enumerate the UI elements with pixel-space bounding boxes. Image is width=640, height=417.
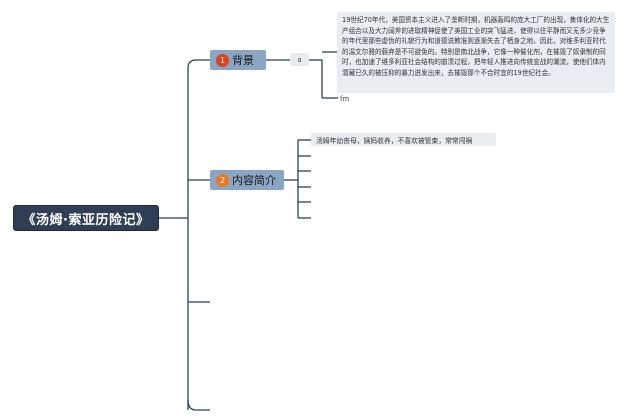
leaf-a[interactable]: a <box>290 53 309 66</box>
leaf-fm[interactable]: fm <box>340 95 349 103</box>
priority-2-icon: 2 <box>216 173 229 187</box>
branch-background[interactable]: 1 背景 <box>210 50 266 70</box>
root-curve-top <box>187 59 210 69</box>
leaf-fm-label: fm <box>340 95 350 103</box>
root-node[interactable]: 《汤姆·索亚历险记》 <box>13 205 159 231</box>
root-label: 《汤姆·索亚历险记》 <box>22 212 150 228</box>
branch-summary[interactable]: 2 内容简介 <box>210 170 284 190</box>
background-paragraph-text: 19世纪70年代，美国资本主义进入了垄断时期，机器轰鸣的庞大工厂的出现，集体化的… <box>342 16 610 77</box>
summary-item-1[interactable]: 汤姆年幼丧母，姨妈收养，不喜欢被管束，常常闯祸 <box>311 133 496 146</box>
root-curve-bottom <box>187 399 210 411</box>
branch-summary-label: 内容简介 <box>232 174 276 187</box>
background-paragraph[interactable]: 19世纪70年代，美国资本主义进入了垄断时期，机器轰鸣的庞大工厂的出现，集体化的… <box>337 12 615 93</box>
summary-item-1-text: 汤姆年幼丧母，姨妈收养，不喜欢被管束，常常闯祸 <box>316 136 473 145</box>
leaf-a-label: a <box>297 55 302 64</box>
priority-1-icon: 1 <box>216 53 229 67</box>
branch-background-label: 背景 <box>232 54 254 67</box>
